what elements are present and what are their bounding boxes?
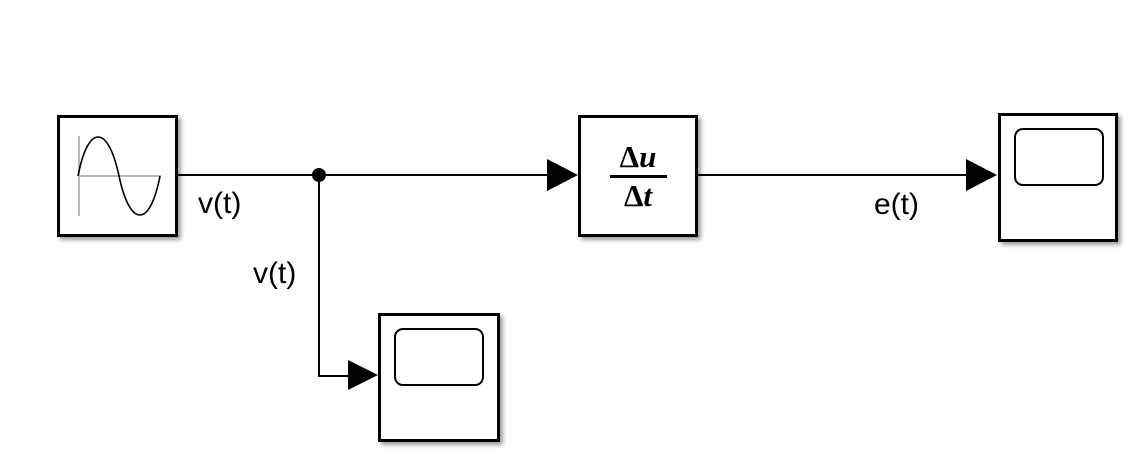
scope-block-input[interactable]: [378, 313, 500, 442]
scope-screen-icon: [1014, 128, 1104, 186]
wire-source-to-derivative[interactable]: [178, 174, 548, 176]
derivative-denominator: Δt: [623, 177, 653, 213]
fraction-bar: [609, 174, 667, 178]
sine-wave-icon: [77, 136, 161, 216]
arrowhead-icon: [547, 159, 578, 191]
scope-screen-icon: [394, 328, 484, 386]
arrowhead-icon: [348, 360, 378, 390]
signal-label-et[interactable]: e(t): [874, 188, 919, 221]
wire-branch-to-scope[interactable]: [318, 375, 350, 377]
arrowhead-icon: [966, 159, 997, 191]
derivative-fraction: Δu Δt: [609, 138, 667, 213]
wire-derivative-to-scope[interactable]: [698, 174, 967, 176]
signal-label-vt-main[interactable]: v(t): [198, 187, 242, 220]
derivative-block[interactable]: Δu Δt: [578, 115, 698, 237]
signal-label-vt-branch[interactable]: v(t): [253, 257, 297, 290]
derivative-numerator: Δu: [619, 138, 657, 174]
scope-block-output[interactable]: [998, 113, 1118, 242]
wire-branch-down[interactable]: [318, 174, 320, 376]
sine-wave-block[interactable]: [57, 115, 178, 237]
branch-point-dot: [312, 168, 326, 182]
